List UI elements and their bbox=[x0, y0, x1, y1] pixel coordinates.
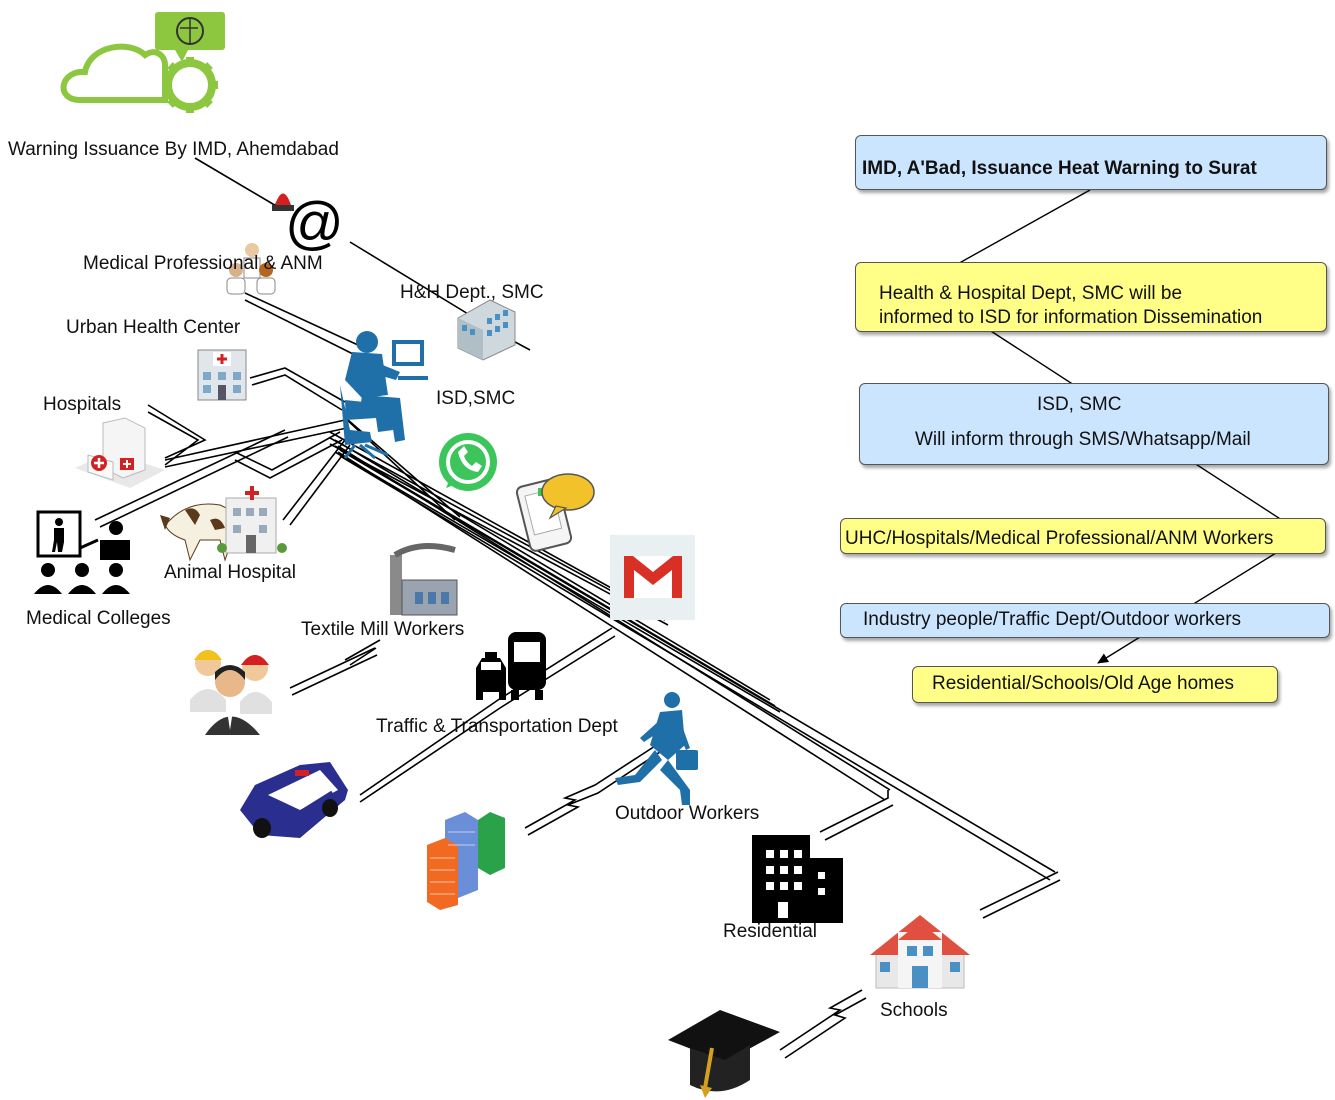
workers-icon bbox=[190, 650, 272, 735]
weather-warning-icon bbox=[60, 12, 225, 113]
police-car-icon bbox=[240, 762, 348, 838]
label-warning-issuance: Warning Issuance By IMD, Ahemdabad bbox=[8, 139, 339, 160]
clinic-icon bbox=[197, 349, 247, 401]
arrow-imd-to-email bbox=[194, 157, 284, 211]
flow-box-imd: IMD, A'Bad, Issuance Heat Warning to Sur… bbox=[855, 135, 1327, 190]
label-animal-hospital: Animal Hospital bbox=[164, 562, 296, 583]
flow-box-imd-text: IMD, A'Bad, Issuance Heat Warning to Sur… bbox=[862, 158, 1257, 179]
computer-operator-icon bbox=[340, 331, 428, 460]
connector-lines bbox=[94, 157, 1061, 1059]
label-schools: Schools bbox=[880, 1000, 948, 1021]
running-man-icon bbox=[615, 692, 698, 805]
hospital-building-icon bbox=[457, 299, 516, 361]
flow-box-residential-text: Residential/Schools/Old Age homes bbox=[932, 673, 1235, 694]
at-sign-icon: @ bbox=[285, 191, 344, 256]
label-outdoor-workers: Outdoor Workers bbox=[615, 803, 760, 824]
gmail-icon bbox=[610, 535, 695, 620]
sms-phone-icon bbox=[515, 473, 595, 552]
skyscrapers-icon bbox=[427, 812, 505, 910]
factory-icon bbox=[390, 543, 458, 616]
flow-box-industry: Industry people/Traffic Dept/Outdoor wor… bbox=[840, 603, 1330, 638]
flow-box-uhc-text: UHC/Hospitals/Medical Professional/ANM W… bbox=[845, 528, 1274, 549]
animal-hospital-building-icon bbox=[217, 486, 287, 554]
label-residential: Residential bbox=[723, 921, 817, 942]
label-hh-dept: H&H Dept., SMC bbox=[400, 282, 544, 303]
label-textile-mill-workers: Textile Mill Workers bbox=[301, 619, 465, 640]
flow-box-hh: Health & Hospital Dept, SMC will be info… bbox=[855, 262, 1327, 332]
label-medical-professional: Medical Professional & ANM bbox=[83, 253, 323, 274]
label-traffic-transportation: Traffic & Transportation Dept bbox=[376, 716, 618, 737]
flow-box-isd: ISD, SMC Will inform through SMS/Whatsap… bbox=[859, 383, 1329, 465]
whatsapp-icon bbox=[439, 433, 497, 491]
flow-box-residential: Residential/Schools/Old Age homes bbox=[912, 666, 1278, 703]
teacher-students-icon bbox=[34, 510, 130, 594]
siren-icon bbox=[272, 193, 294, 211]
arrow-email-to-hh bbox=[349, 241, 479, 321]
label-medical-colleges: Medical Colleges bbox=[26, 608, 171, 629]
flow-box-industry-text: Industry people/Traffic Dept/Outdoor wor… bbox=[863, 609, 1242, 630]
flow-box-hh-line2: informed to ISD for information Dissemin… bbox=[879, 307, 1263, 328]
flow-box-uhc: UHC/Hospitals/Medical Professional/ANM W… bbox=[840, 518, 1326, 554]
residential-building-icon bbox=[752, 835, 843, 923]
hospital-icon bbox=[75, 417, 165, 488]
doctors-icon bbox=[226, 243, 276, 295]
school-icon bbox=[870, 915, 970, 989]
flow-box-hh-line1: Health & Hospital Dept, SMC will be bbox=[879, 283, 1183, 304]
flow-box-isd-line2: Will inform through SMS/Whatsapp/Mail bbox=[915, 429, 1251, 450]
cow-icon bbox=[160, 503, 236, 562]
bus-taxi-icon bbox=[476, 632, 546, 700]
flow-box-isd-line1: ISD, SMC bbox=[1037, 394, 1122, 415]
label-hospitals: Hospitals bbox=[43, 394, 122, 415]
label-urban-health-center: Urban Health Center bbox=[66, 317, 241, 338]
graduation-cap-icon bbox=[668, 1010, 780, 1098]
label-isd-smc: ISD,SMC bbox=[436, 388, 516, 409]
